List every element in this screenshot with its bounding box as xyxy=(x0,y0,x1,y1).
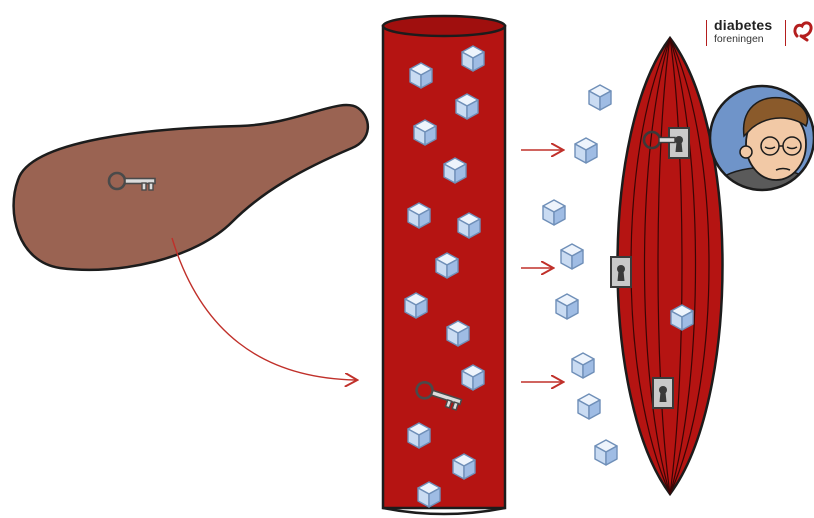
sugar-cube-icon xyxy=(671,305,693,330)
sugar-cube-icon xyxy=(595,440,617,465)
tired-person-icon xyxy=(705,86,814,200)
sugar-cube-icon xyxy=(414,120,436,145)
logo-divider xyxy=(706,20,707,46)
sugar-cube-icon xyxy=(444,158,466,183)
sugar-cube-icon xyxy=(436,253,458,278)
sugar-cube-icon xyxy=(589,85,611,110)
sugar-cube-icon xyxy=(462,46,484,71)
sugar-cube-icon xyxy=(453,454,475,479)
keyhole-icon xyxy=(653,378,673,408)
sugar-cube-icon xyxy=(405,293,427,318)
sugar-cube-icon xyxy=(543,200,565,225)
pancreas-organ xyxy=(14,105,368,270)
sugar-cube-icon xyxy=(408,203,430,228)
logo-mark-icon xyxy=(793,20,814,42)
logo-subtitle: foreningen xyxy=(714,33,764,45)
sugar-cube-icon xyxy=(575,138,597,163)
sugar-cube-icon xyxy=(458,213,480,238)
sugar-cube-icon xyxy=(578,394,600,419)
sugar-cube-icon xyxy=(561,244,583,269)
sugar-cube-icon xyxy=(418,482,440,507)
sugar-cube-icon xyxy=(410,63,432,88)
logo-divider xyxy=(785,20,786,46)
outside-sugar-cubes xyxy=(543,85,617,465)
diabetesforeningen-logo[interactable]: diabetes foreningen xyxy=(700,16,814,52)
insulin-release-arrow-icon xyxy=(172,238,356,380)
sugar-cube-icon xyxy=(408,423,430,448)
sugar-cube-icon xyxy=(572,353,594,378)
muscle-cell xyxy=(618,38,723,494)
sugar-cube-icon xyxy=(462,365,484,390)
logo-title: diabetes xyxy=(714,18,772,32)
keyhole-icon xyxy=(611,257,631,287)
sugar-cube-icon xyxy=(556,294,578,319)
sugar-cube-icon xyxy=(456,94,478,119)
sugar-cube-icon xyxy=(447,321,469,346)
